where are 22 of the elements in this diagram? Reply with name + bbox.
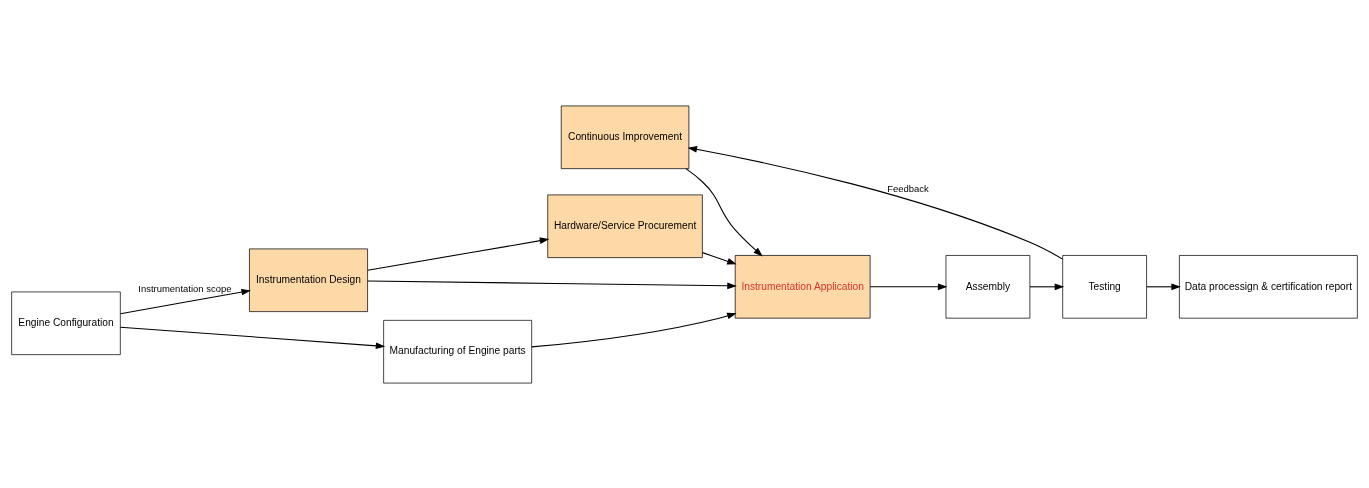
node-box: Manufacturing of Engine parts <box>383 319 533 383</box>
arrow <box>687 145 1064 260</box>
arrow <box>1146 283 1181 290</box>
arrow <box>869 283 948 290</box>
node-box: Hardware/Service Procurement <box>547 194 703 258</box>
edge-label: Feedback <box>887 182 929 194</box>
arrow <box>119 288 251 314</box>
edge-label: Instrumentation scope <box>138 282 232 294</box>
node-box: Instrumentation Application <box>734 254 871 319</box>
node-box: Testing <box>1062 254 1147 319</box>
arrow <box>367 279 737 289</box>
node-box: Assembly <box>945 254 1031 319</box>
arrow <box>1029 283 1065 290</box>
arrow <box>367 236 550 271</box>
arrow <box>685 167 763 256</box>
node-box: Data processign & certification report <box>1179 254 1358 319</box>
node-box: Continuous Improvement <box>560 105 690 169</box>
node-box: Instrumentation Design <box>249 248 368 312</box>
arrow <box>702 251 737 264</box>
node-box: Engine Configuration <box>11 291 121 355</box>
arrow <box>531 312 737 347</box>
arrow <box>119 326 386 349</box>
